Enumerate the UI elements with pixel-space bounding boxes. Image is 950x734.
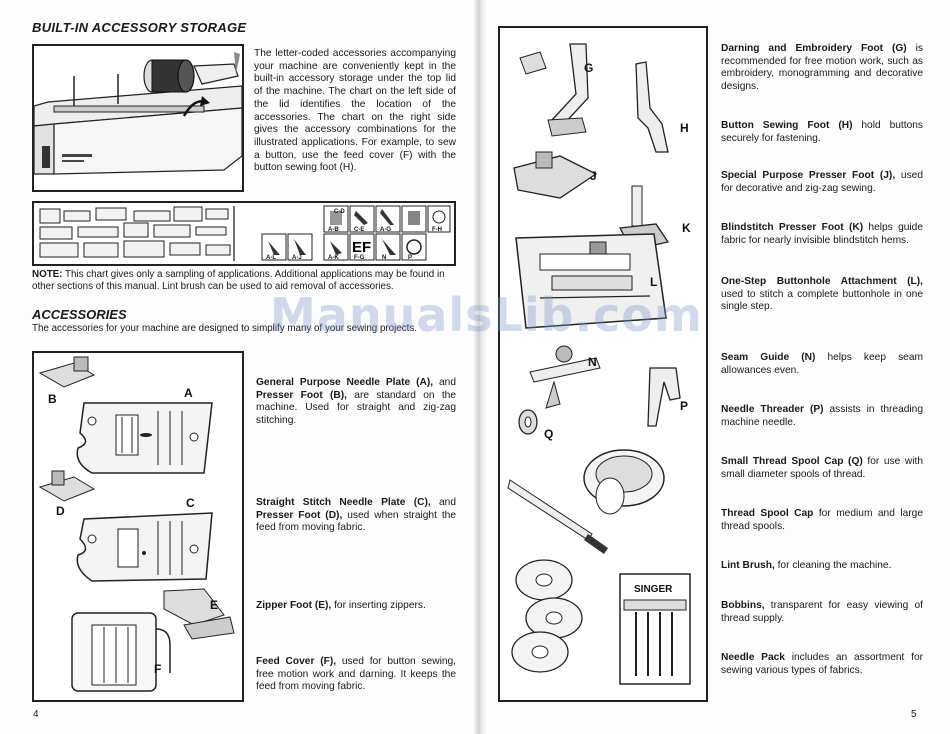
label-n: N <box>588 355 597 369</box>
label-c: C <box>186 496 195 510</box>
needle-plates-illustration: B A D C E F <box>34 353 242 700</box>
label-h: H <box>680 121 689 135</box>
item-text: are standard on the machine. Used for st… <box>256 389 456 426</box>
item-bobbins: Bobbins, transparent for easy viewing of… <box>721 600 923 625</box>
label-k: K <box>682 221 691 235</box>
accessories-title: ACCESSORIES <box>32 307 127 322</box>
item-text: used for decorative and zig-zag sewing. <box>721 170 923 194</box>
item-spool-cap: Thread Spool Cap for medium and large th… <box>721 508 923 533</box>
item-name: Small Thread Spool Cap (Q) <box>721 456 863 467</box>
chart-code: A-K <box>328 255 339 261</box>
item-darning-foot: Darning and Embroidery Foot (G) is recom… <box>721 43 923 93</box>
item-text: includes an assortment for sewing variou… <box>721 652 924 676</box>
label-d: D <box>56 504 65 518</box>
item-button-foot: Button Sewing Foot (H) hold buttons secu… <box>721 120 923 145</box>
item-special-foot: Special Purpose Presser Foot (J), used f… <box>721 170 923 195</box>
item-name: Special Purpose Presser Foot (J), <box>721 170 896 181</box>
storage-figure <box>32 44 244 192</box>
note-paragraph: NOTE: This chart gives only a sampling o… <box>32 269 456 294</box>
accessory-chart: EF C-D A-B C-E A-G F-H A-L A-J A-K F-G N… <box>32 201 456 266</box>
item-name: Feed Cover (F), <box>256 656 337 667</box>
machine-lid-illustration <box>34 46 242 190</box>
accessories-intro: The accessories for your machine are des… <box>32 323 417 334</box>
item-seam-guide: Seam Guide (N) helps keep seam allowance… <box>721 352 923 377</box>
item-name: Presser Foot (B), <box>256 389 347 401</box>
item-name: Thread Spool Cap <box>721 508 814 519</box>
page-gutter <box>474 0 486 734</box>
item-feed-cover: Feed Cover (F), used for button sewing, … <box>256 656 456 694</box>
item-name: Lint Brush, <box>721 560 775 571</box>
item-text: used for button sewing, free motion work… <box>256 656 456 693</box>
section-title: BUILT-IN ACCESSORY STORAGE <box>32 20 247 35</box>
label-q: Q <box>544 427 553 441</box>
item-name: Needle Threader (P) <box>721 404 824 415</box>
label-l: L <box>650 275 657 289</box>
item-text: hold buttons securely for fastening. <box>721 120 924 144</box>
item-text: helps keep seam allowances even. <box>721 352 923 376</box>
item-zipper-foot: Zipper Foot (E), for inserting zippers. <box>256 600 456 613</box>
chart-code: F-G <box>354 255 365 261</box>
note-label: NOTE: <box>32 269 63 280</box>
item-name: Darning and Embroidery Foot (G) <box>721 43 907 54</box>
chart-code: A-J <box>292 255 302 261</box>
intro-paragraph: The letter-coded accessories accompanyin… <box>254 48 456 174</box>
item-name: Bobbins, <box>721 600 765 611</box>
label-f: F <box>154 662 161 676</box>
label-b: B <box>48 392 57 406</box>
item-needle-plate-a: General Purpose Needle Plate (A), and Pr… <box>256 377 456 427</box>
item-name: Presser Foot (D), <box>256 509 343 521</box>
accessories-figure-right: SINGER G H J K L N P Q <box>498 26 708 702</box>
item-text: for medium and large thread spools. <box>721 508 923 532</box>
note-text: This chart gives only a sampling of appl… <box>32 269 445 293</box>
chart-code: A-B <box>328 227 339 233</box>
chart-code: A-L <box>266 255 276 261</box>
item-text: transparent for easy viewing of thread s… <box>721 600 923 624</box>
item-name: Button Sewing Foot (H) <box>721 120 853 131</box>
item-blindstitch-foot: Blindstitch Presser Foot (K) helps guide… <box>721 222 923 247</box>
label-g: G <box>584 61 593 75</box>
item-joiner: and <box>433 377 456 388</box>
label-j: J <box>590 169 597 183</box>
item-lint-brush: Lint Brush, for cleaning the machine. <box>721 560 923 573</box>
item-small-spool-cap: Small Thread Spool Cap (Q) for use with … <box>721 456 923 481</box>
item-needle-plate-c: Straight Stitch Needle Plate (C), and Pr… <box>256 497 456 535</box>
label-p: P <box>680 399 688 413</box>
item-text: for cleaning the machine. <box>774 560 892 571</box>
page-number-right: 5 <box>911 709 917 720</box>
item-text: used when straight the feed from moving … <box>256 509 456 534</box>
item-name: Straight Stitch Needle Plate (C), <box>256 497 431 508</box>
item-name: Zipper Foot (E), <box>256 600 332 611</box>
item-name: General Purpose Needle Plate (A), <box>256 377 434 388</box>
item-needle-threader: Needle Threader (P) assists in threading… <box>721 404 923 429</box>
label-e: E <box>210 598 218 612</box>
item-joiner: and <box>430 497 456 508</box>
item-text: for use with small diameter spools of th… <box>721 456 923 480</box>
item-text: helps guide fabric for nearly invisible … <box>721 222 923 246</box>
needle-pack-brand: SINGER <box>634 584 673 595</box>
item-needle-pack: Needle Pack includes an assortment for s… <box>721 652 923 677</box>
chart-code: C-D <box>334 209 345 215</box>
item-buttonhole-attachment: One-Step Buttonhole Attachment (L), used… <box>721 276 923 314</box>
item-text: is recommended for free motion work, suc… <box>721 43 924 92</box>
item-text: assists in threading machine needle. <box>721 404 923 428</box>
item-text: for inserting zippers. <box>331 600 426 611</box>
item-name: Needle Pack <box>721 652 785 663</box>
chart-code: C-E <box>354 227 364 233</box>
chart-code: P <box>408 255 412 261</box>
page-number-left: 4 <box>33 709 39 720</box>
chart-illustration: EF C-D A-B C-E A-G F-H A-L A-J A-K F-G N… <box>34 203 454 264</box>
item-name: Seam Guide (N) <box>721 352 816 363</box>
accessories-illustration: SINGER G H J K L N P Q <box>500 28 706 700</box>
chart-big-letters: EF <box>352 239 371 256</box>
item-text: used to stitch a complete buttonhole in … <box>721 288 923 313</box>
chart-code: A-G <box>380 227 391 233</box>
label-a: A <box>184 386 193 400</box>
accessories-figure-left: B A D C E F <box>32 351 244 702</box>
item-name: Blindstitch Presser Foot (K) <box>721 222 864 233</box>
chart-code: N <box>382 255 386 261</box>
chart-code: F-H <box>432 227 442 233</box>
item-name: One-Step Buttonhole Attachment (L), <box>721 276 923 287</box>
